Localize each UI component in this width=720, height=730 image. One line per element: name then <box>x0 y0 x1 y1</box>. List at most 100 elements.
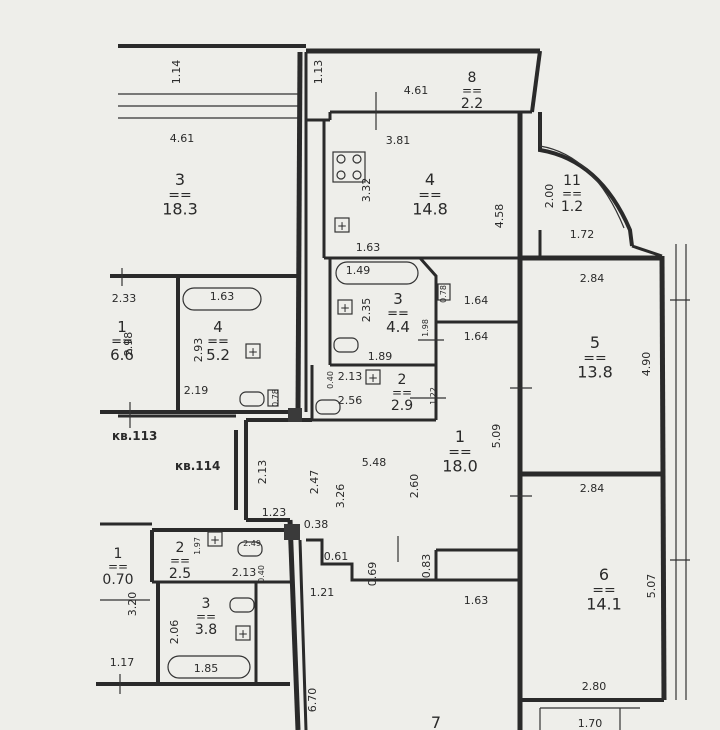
dimension-label: 2.13 <box>232 566 257 579</box>
dimension-label: 4.58 <box>493 204 506 229</box>
svg-text:+: + <box>238 627 248 641</box>
dimension-label: 1.70 <box>578 717 603 730</box>
room-area: 18.0 <box>442 457 478 476</box>
room-separator: == <box>583 350 606 366</box>
dimension-label: 3.26 <box>334 484 347 509</box>
dimension-label: 1.22 <box>429 387 438 405</box>
dimension-label: 0.38 <box>304 518 329 531</box>
dimension-label: 3.32 <box>360 178 373 203</box>
dimension-label: 0.83 <box>420 554 433 579</box>
dimension-label: 1.98 <box>421 319 430 337</box>
dimension-label: 1.85 <box>194 662 219 675</box>
room-separator: == <box>562 187 582 201</box>
svg-text:+: + <box>248 345 258 359</box>
room-area: 14.8 <box>412 200 448 219</box>
dimension-label: 0.61 <box>324 550 349 563</box>
room-separator: == <box>108 560 128 574</box>
dimension-label: 2.80 <box>582 680 607 693</box>
dimension-label: 4.90 <box>640 352 653 377</box>
room-number: 5 <box>590 333 600 352</box>
room-separator: == <box>418 187 441 203</box>
walls <box>96 44 687 730</box>
dimension-label: 1.63 <box>210 290 235 303</box>
dimension-label: 4.61 <box>170 132 195 145</box>
dimension-label: 5.07 <box>645 574 658 599</box>
room-separator: == <box>207 335 229 350</box>
room-area: 3.8 <box>195 622 217 638</box>
dimension-label: 2.49 <box>243 539 261 548</box>
dimension-label: 2.33 <box>112 292 137 305</box>
dimension-label: 1.72 <box>570 228 595 241</box>
room-separator: == <box>448 444 471 460</box>
room-separator: == <box>387 307 409 322</box>
dimension-label: 1.63 <box>464 594 489 607</box>
room-number: 11 <box>563 173 581 189</box>
dimension-label: 0.78 <box>271 389 280 407</box>
dimension-label: 1.64 <box>464 294 489 307</box>
dimension-label: 2.06 <box>168 620 181 645</box>
dimension-label: 1.13 <box>312 60 325 85</box>
dimension-label: 1.49 <box>346 264 371 277</box>
dimension-label: 0.69 <box>366 562 379 587</box>
dimension-label: 1.64 <box>464 330 489 343</box>
room-number: 1 <box>117 318 127 336</box>
svg-text:+: + <box>340 301 350 315</box>
dimension-label: 6.70 <box>306 688 319 713</box>
dimension-label: 0.78 <box>439 285 448 303</box>
room-number: 1 <box>455 427 465 446</box>
dimension-label: 2.60 <box>408 474 421 499</box>
dimension-label: 2.98 <box>122 332 135 357</box>
svg-text:+: + <box>368 371 378 385</box>
room-area: 2.2 <box>461 96 483 112</box>
room-area: 4.4 <box>386 318 410 336</box>
dimension-label: 3.81 <box>386 134 411 147</box>
room-separator: == <box>196 610 216 624</box>
dimension-label: 5.48 <box>362 456 387 469</box>
room-separator: == <box>462 84 482 98</box>
dimension-label: 0.40 <box>257 565 266 583</box>
room-number: 7 <box>431 713 441 730</box>
room-number: 3 <box>175 170 185 189</box>
dimension-label: 1.21 <box>310 586 335 599</box>
apartment-label-114: кв.114 <box>175 459 220 473</box>
dimension-label: 2.84 <box>580 272 605 285</box>
room-area: 14.1 <box>586 595 622 614</box>
dimension-label: 2.19 <box>184 384 209 397</box>
dimension-label: 1.23 <box>262 506 287 519</box>
dimension-label: 2.47 <box>308 470 321 495</box>
room-labels: 3==18.38==2.24==14.811==1.21==6.64==5.23… <box>102 70 621 730</box>
svg-text:+: + <box>210 533 220 547</box>
room-area: 2.5 <box>169 566 191 582</box>
fixtures: + + + + + + <box>100 92 690 694</box>
room-number: 3 <box>393 290 403 308</box>
apartment-label-113: кв.113 <box>112 429 157 443</box>
room-number: 6 <box>599 565 609 584</box>
dimension-label: 2.56 <box>338 394 363 407</box>
dimension-label: 2.93 <box>192 338 205 363</box>
svg-text:+: + <box>337 219 347 233</box>
room-area: 18.3 <box>162 200 198 219</box>
room-separator: == <box>170 554 190 568</box>
room-number: 2 <box>398 372 407 388</box>
dimension-label: 1.17 <box>110 656 135 669</box>
room-area: 13.8 <box>577 363 613 382</box>
dimension-label: 2.35 <box>360 298 373 323</box>
dimension-label: 2.13 <box>256 460 269 485</box>
room-number: 3 <box>202 596 211 612</box>
room-separator: == <box>392 386 412 400</box>
dimension-label: 0.40 <box>326 371 335 389</box>
dimension-label: 5.09 <box>490 424 503 449</box>
room-area: 0.70 <box>102 572 133 588</box>
dimension-label: 2.13 <box>338 370 363 383</box>
dimension-label: 2.84 <box>580 482 605 495</box>
dimension-label: 1.89 <box>368 350 393 363</box>
dimension-label: 1.97 <box>193 537 202 555</box>
dimension-label: 4.61 <box>404 84 429 97</box>
room-area: 1.2 <box>561 199 583 215</box>
room-separator: == <box>592 582 615 598</box>
room-area: 2.9 <box>391 398 413 414</box>
dimension-label: 1.63 <box>356 241 381 254</box>
room-area: 5.2 <box>206 346 230 364</box>
